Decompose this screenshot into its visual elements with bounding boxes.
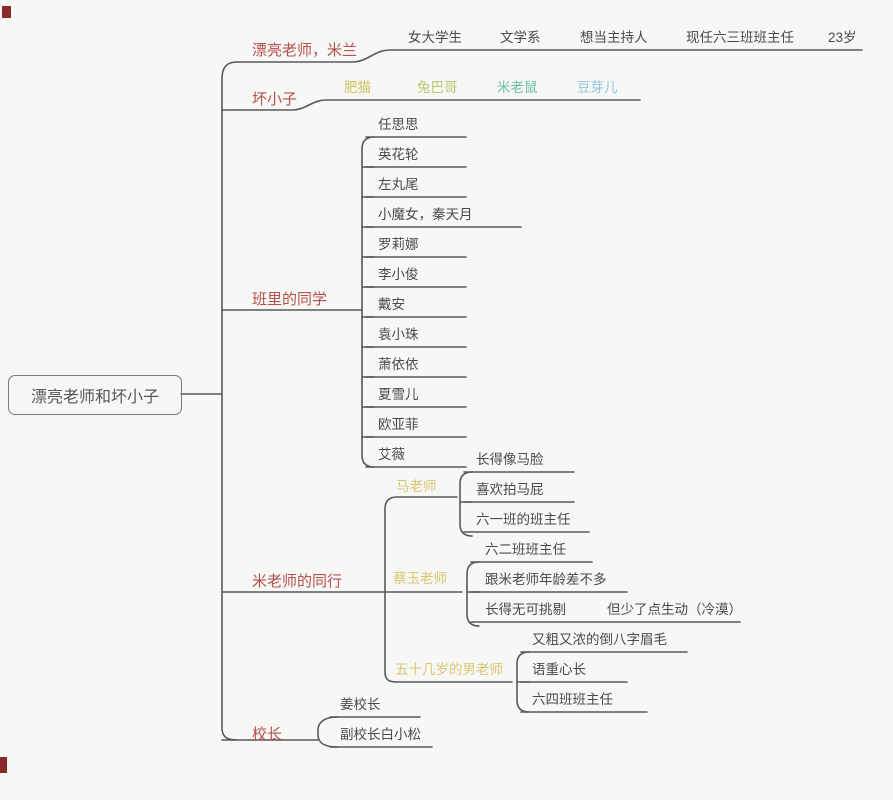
- branch-classmates[interactable]: 班里的同学: [252, 291, 328, 308]
- principal-jiang[interactable]: 姜校长: [340, 697, 381, 712]
- nickname-rabbit[interactable]: 兔巴哥: [417, 80, 458, 95]
- caiyu-trait-2b[interactable]: 但少了点生动（冷漠）: [607, 602, 742, 617]
- teacher-ma[interactable]: 马老师: [396, 479, 437, 494]
- classmate-0[interactable]: 任思思: [378, 117, 419, 132]
- classmate-11[interactable]: 艾薇: [378, 447, 405, 462]
- branch-pretty-teacher[interactable]: 漂亮老师，米兰: [252, 42, 358, 59]
- teacher-caiyu[interactable]: 蔡玉老师: [393, 571, 447, 586]
- classmate-10[interactable]: 欧亚菲: [378, 417, 419, 432]
- ma-trait-2[interactable]: 六一班的班主任: [476, 512, 571, 527]
- caiyu-trait-1[interactable]: 跟米老师年龄差不多: [485, 572, 607, 587]
- branch-colleagues[interactable]: 米老师的同行: [252, 573, 343, 590]
- caiyu-trait-0[interactable]: 六二班班主任: [485, 542, 566, 557]
- trait-college-girl[interactable]: 女大学生: [408, 30, 462, 45]
- trait-age-23[interactable]: 23岁: [828, 30, 857, 45]
- trait-literature-dept[interactable]: 文学系: [500, 30, 541, 45]
- trait-wants-host[interactable]: 想当主持人: [580, 30, 648, 45]
- ma-trait-0[interactable]: 长得像马脸: [476, 452, 544, 467]
- fifties-trait-2[interactable]: 六四班班主任: [532, 692, 613, 707]
- red-corner-mark-bottom: [0, 757, 7, 773]
- trait-class63-teacher[interactable]: 现任六三班班主任: [686, 30, 794, 45]
- vice-principal-bai[interactable]: 副校长白小松: [340, 727, 421, 742]
- classmate-6[interactable]: 戴安: [378, 297, 405, 312]
- fifties-trait-1[interactable]: 语重心长: [532, 662, 586, 677]
- nickname-fat-cat[interactable]: 肥猫: [344, 80, 371, 95]
- classmate-9[interactable]: 夏雪儿: [378, 387, 419, 402]
- nickname-mickey[interactable]: 米老鼠: [497, 80, 538, 95]
- red-corner-mark-top: [2, 6, 11, 18]
- classmate-5[interactable]: 李小俊: [378, 267, 419, 282]
- classmate-2[interactable]: 左丸尾: [378, 177, 419, 192]
- caiyu-trait-2a[interactable]: 长得无可挑剔: [485, 602, 566, 617]
- classmate-4[interactable]: 罗莉娜: [378, 237, 419, 252]
- ma-trait-1[interactable]: 喜欢拍马屁: [476, 482, 544, 497]
- classmate-3[interactable]: 小魔女，秦天月: [378, 207, 473, 222]
- branch-principal[interactable]: 校长: [252, 726, 283, 743]
- branch-bad-boys[interactable]: 坏小子: [252, 91, 298, 108]
- classmate-7[interactable]: 袁小珠: [378, 327, 419, 342]
- fifties-trait-0[interactable]: 又粗又浓的倒八字眉毛: [532, 632, 667, 647]
- classmate-8[interactable]: 萧依依: [378, 357, 419, 372]
- teacher-fifties-male[interactable]: 五十几岁的男老师: [395, 662, 503, 677]
- nickname-sprout[interactable]: 豆芽儿: [577, 80, 618, 95]
- classmate-1[interactable]: 英花轮: [378, 147, 419, 162]
- root-node-label: 漂亮老师和坏小子: [30, 389, 159, 406]
- root-node[interactable]: 漂亮老师和坏小子: [8, 375, 182, 415]
